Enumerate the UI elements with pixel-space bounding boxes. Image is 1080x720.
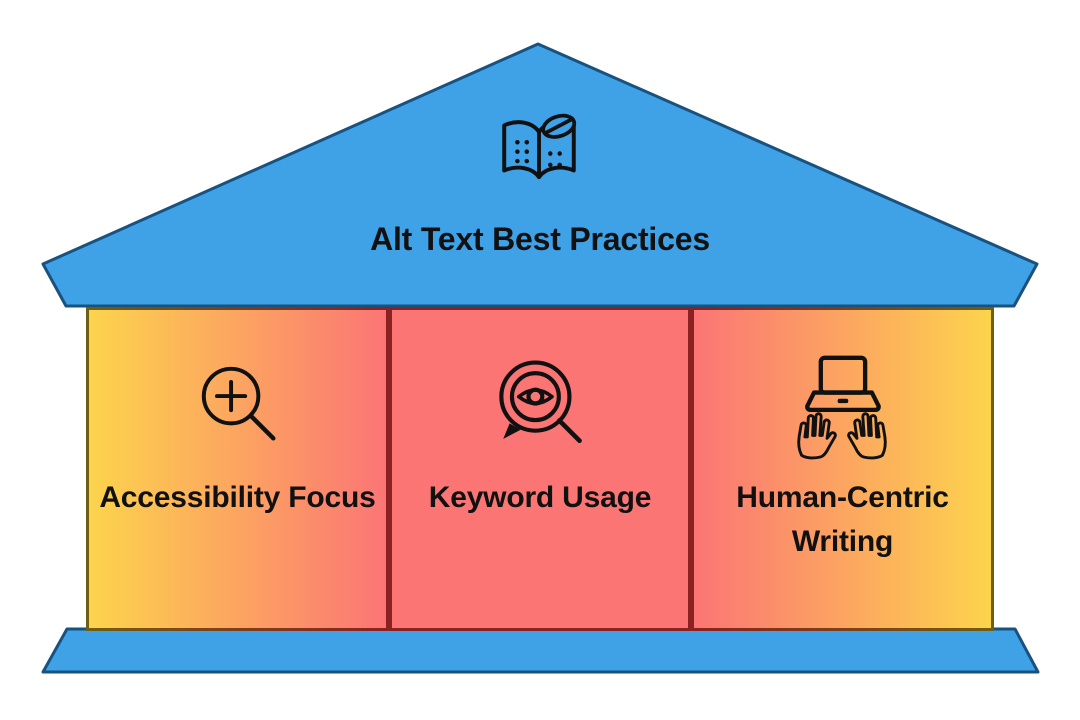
pillar-label-accessibility-focus: Accessibility Focus [99,481,376,514]
eye-in-magnifier-speech-bubble-icon [499,360,582,444]
zoom-in-magnifier-icon [201,366,276,441]
base-shape [41,627,1040,674]
pillar-label-human-centric-writing: Human-Centric Writing [736,481,949,558]
pillar-accessibility-focus [86,307,389,631]
diagram-title: Alt Text Best Practices [370,221,710,257]
pillar-human-centric-writing [691,307,994,631]
pillar-keyword-usage [389,307,691,631]
laptop-with-typing-hands-icon [797,355,887,460]
pillar-label-keyword-usage: Keyword Usage [428,481,652,514]
braille-book-with-leaf-icon [502,113,577,180]
